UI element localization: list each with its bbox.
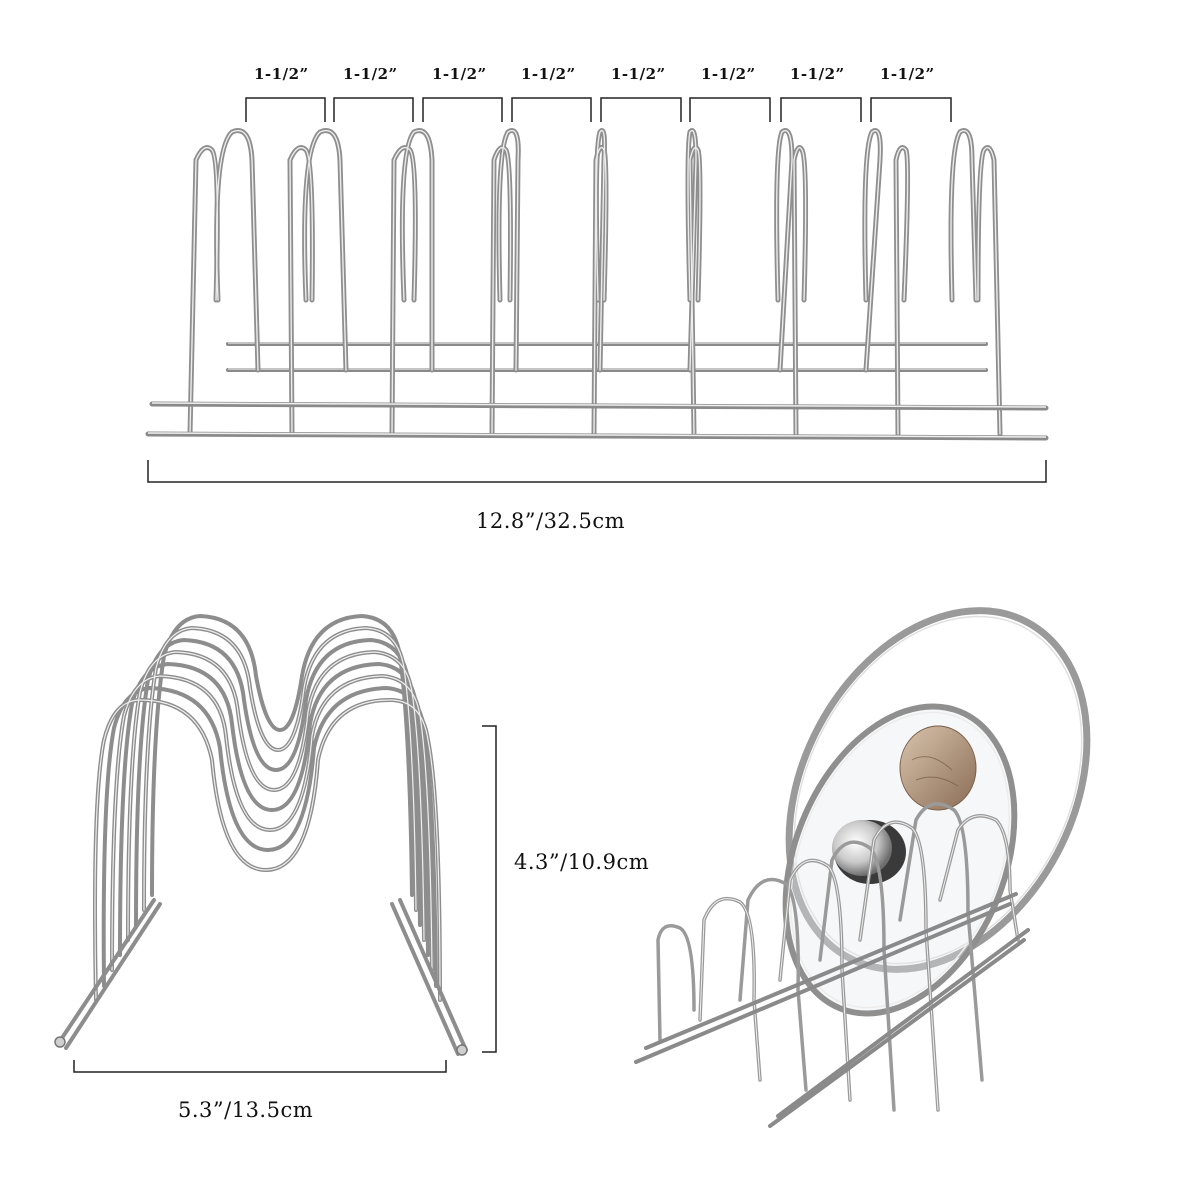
spacing-label: 1-1/2” — [790, 65, 845, 83]
rack-front-view — [145, 97, 1049, 483]
width-dimension-label: 5.3”/13.5cm — [178, 1098, 314, 1122]
spacing-label: 1-1/2” — [432, 65, 487, 83]
height-dimension-label: 4.3”/10.9cm — [514, 850, 650, 874]
rack-side-view — [54, 613, 468, 1056]
spacing-label: 1-1/2” — [880, 65, 935, 83]
height-bracket — [482, 725, 497, 1053]
spacing-label: 1-1/2” — [343, 65, 398, 83]
width-bracket — [73, 1060, 447, 1073]
spacing-label: 1-1/2” — [611, 65, 666, 83]
rack-with-lids — [634, 607, 1091, 1128]
spacing-label: 1-1/2” — [521, 65, 576, 83]
spacing-label: 1-1/2” — [254, 65, 309, 83]
spacing-label: 1-1/2” — [701, 65, 756, 83]
length-dimension-label: 12.8”/32.5cm — [476, 509, 626, 533]
length-bracket — [147, 460, 1047, 483]
spacing-brackets — [245, 97, 952, 122]
